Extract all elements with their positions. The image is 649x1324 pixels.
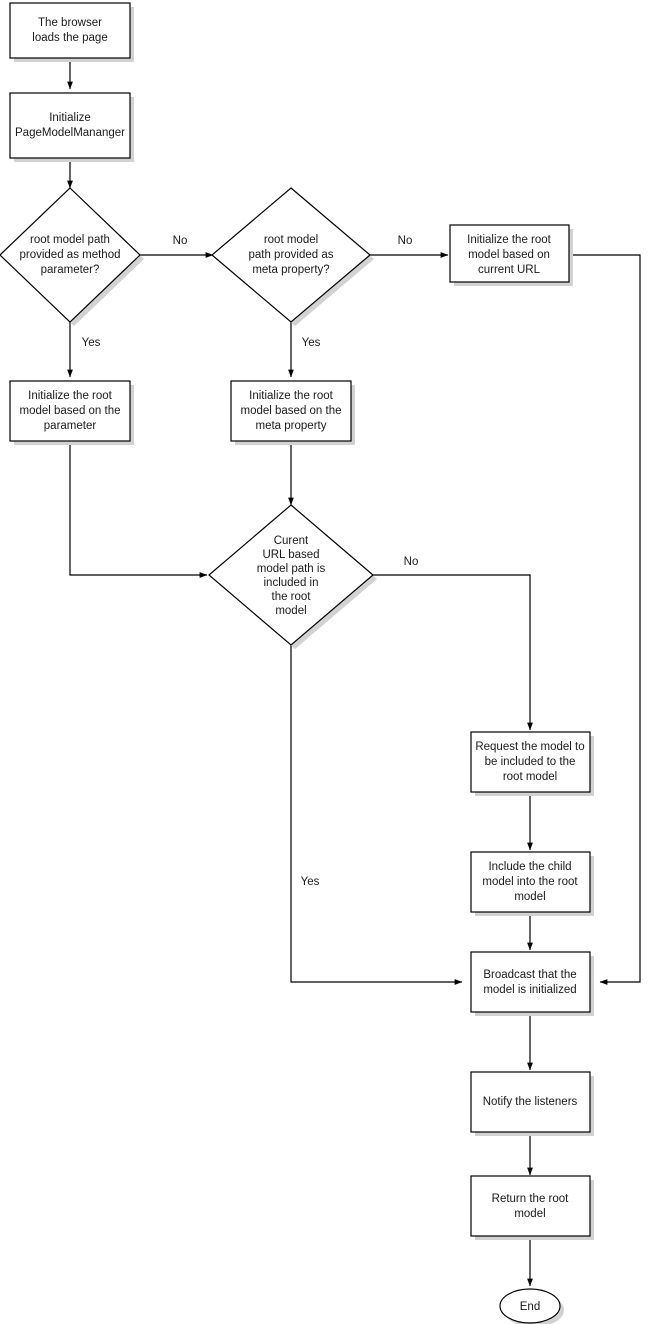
- node-decision-method-param-line-2: parameter?: [41, 264, 100, 276]
- node-notify-listeners-line-0: Notify the listeners: [483, 1096, 578, 1108]
- node-decision-method-param-line-0: root model path: [30, 234, 110, 246]
- node-request-model-line-2: root model: [503, 771, 557, 783]
- node-init-parameter[interactable]: Initialize the root model based on the p…: [9, 380, 134, 445]
- node-browser-loads-line-0: The browser: [38, 17, 102, 29]
- node-decision-meta-prop-line-2: meta property?: [252, 264, 329, 276]
- edge-init-param-to-decision3: [69, 441, 208, 578]
- node-include-child[interactable]: Include the child model into the root mo…: [470, 851, 594, 916]
- node-init-parameter-line-1: model based on the: [19, 405, 120, 417]
- edge-label-meta-prop-no: No: [398, 235, 413, 247]
- node-init-current-url-line-0: Initialize the root: [467, 234, 552, 246]
- node-request-model-line-0: Request the model to: [475, 741, 584, 753]
- node-decision-url-included-line-5: model: [275, 605, 306, 617]
- node-browser-loads[interactable]: The browser loads the page: [9, 2, 134, 62]
- node-init-meta-property-line-1: model based on the: [240, 405, 341, 417]
- node-init-manager-line-1: PageModelMananger: [15, 127, 125, 139]
- node-init-current-url-line-2: current URL: [478, 264, 541, 276]
- edge-label-method-param-yes: Yes: [82, 337, 101, 349]
- node-decision-url-included[interactable]: Curent URL based model path is included …: [208, 504, 377, 649]
- node-decision-url-included-line-4: the root: [272, 591, 312, 603]
- node-request-model[interactable]: Request the model to be included to the …: [470, 731, 594, 796]
- edge-decision3-no-to-request: [373, 574, 533, 731]
- edge-init-url-to-broadcast: [573, 254, 641, 985]
- edge-label-url-included-no: No: [404, 556, 419, 568]
- node-include-child-line-1: model into the root: [482, 876, 578, 888]
- node-end-terminator-line-0: End: [520, 1301, 540, 1313]
- node-decision-meta-prop[interactable]: root model path provided as meta propert…: [211, 187, 374, 326]
- edge-decision3-yes-to-broadcast: [290, 645, 463, 985]
- node-init-parameter-line-2: parameter: [44, 420, 97, 432]
- node-request-model-line-1: be included to the: [485, 756, 576, 768]
- node-return-root[interactable]: Return the root model: [470, 1175, 594, 1240]
- node-browser-loads-line-1: loads the page: [32, 32, 107, 44]
- edges-layer: [67, 58, 641, 1287]
- node-include-child-line-2: model: [514, 891, 545, 903]
- edge-label-method-param-no: No: [173, 235, 188, 247]
- node-init-parameter-line-0: Initialize the root: [28, 390, 113, 402]
- node-decision-url-included-line-0: Curent: [274, 535, 309, 547]
- node-decision-url-included-line-1: URL based: [262, 549, 319, 561]
- node-return-root-line-0: Return the root: [492, 1193, 570, 1205]
- node-broadcast[interactable]: Broadcast that the model is initialized: [470, 951, 594, 1016]
- node-decision-url-included-line-3: included in: [264, 577, 319, 589]
- edge-labels-layer: No Yes No Yes No Yes: [82, 235, 419, 888]
- node-init-meta-property-line-0: Initialize the root: [249, 390, 334, 402]
- node-broadcast-line-1: model is initialized: [483, 984, 576, 996]
- node-return-root-line-1: model: [514, 1208, 545, 1220]
- node-end-terminator[interactable]: End: [499, 1288, 564, 1324]
- edge-label-url-included-yes: Yes: [301, 876, 320, 888]
- node-decision-meta-prop-line-0: root model: [264, 234, 318, 246]
- node-broadcast-line-0: Broadcast that the: [483, 969, 576, 981]
- node-decision-method-param[interactable]: root model path provided as method param…: [0, 187, 144, 326]
- node-decision-meta-prop-line-1: path provided as: [248, 249, 333, 261]
- node-include-child-line-0: Include the child: [488, 861, 571, 873]
- node-init-current-url-line-1: model based on: [468, 249, 550, 261]
- node-notify-listeners[interactable]: Notify the listeners: [470, 1071, 594, 1136]
- node-init-manager-line-0: Initialize: [49, 112, 91, 124]
- node-init-meta-property[interactable]: Initialize the root model based on the m…: [230, 380, 355, 445]
- node-decision-method-param-line-1: provided as method: [19, 249, 120, 261]
- edge-label-meta-prop-yes: Yes: [302, 337, 321, 349]
- node-init-manager[interactable]: Initialize PageModelMananger: [9, 92, 134, 162]
- node-decision-url-included-line-2: model path is: [257, 563, 326, 575]
- node-init-current-url[interactable]: Initialize the root model based on curre…: [449, 224, 573, 286]
- node-init-meta-property-line-2: meta property: [256, 420, 327, 432]
